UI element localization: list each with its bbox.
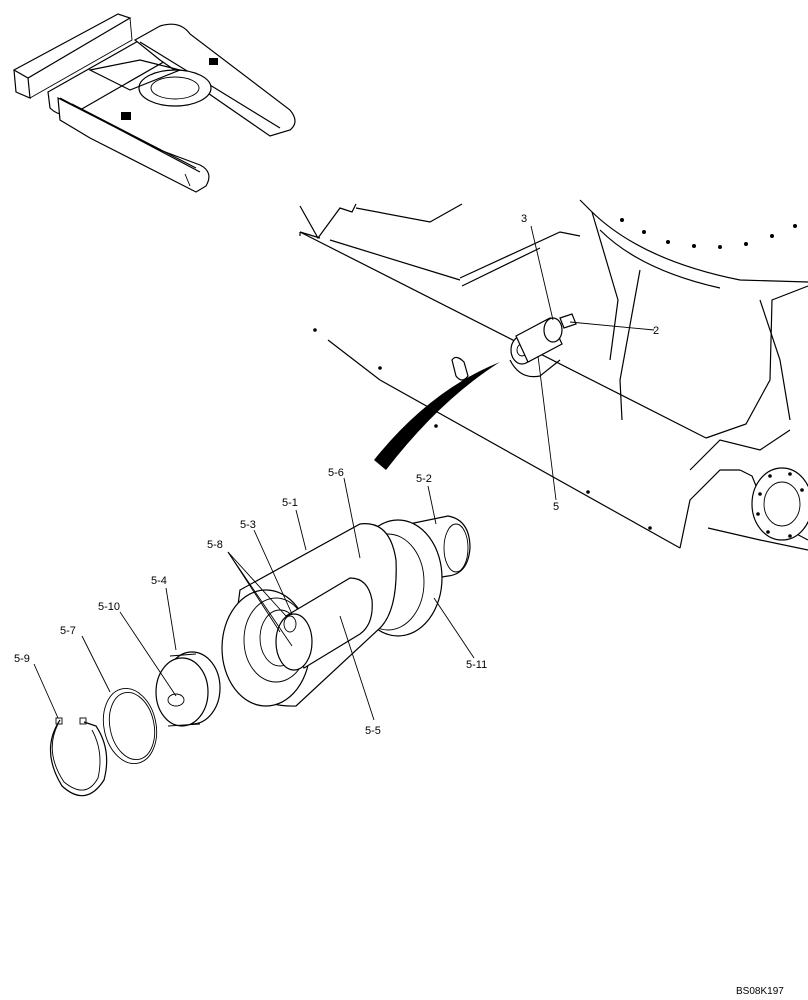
callout-5-8: 5-8: [207, 539, 223, 551]
callout-5-3: 5-3: [240, 519, 256, 531]
callout-5-5: 5-5: [365, 725, 381, 737]
callout-labels: 3 2 5 5-1 5-2 5-3 5-4 5-5 5-6 5-7 5-8 5-…: [14, 213, 659, 737]
callout-5-9: 5-9: [14, 653, 30, 665]
callout-5-2: 5-2: [416, 473, 432, 485]
undercarriage-overview-icon: [12, 13, 296, 193]
callout-5: 5: [553, 501, 559, 513]
callout-5-7: 5-7: [60, 625, 76, 637]
callout-5-6: 5-6: [328, 467, 344, 479]
callout-5-4: 5-4: [151, 575, 167, 587]
track-frame-icon: [299, 199, 808, 551]
carrier-roller-assembly-icon: [49, 515, 471, 797]
callout-2: 2: [653, 325, 659, 337]
drawing-code: BS08K197: [736, 986, 784, 997]
leader-lines: [33, 225, 655, 721]
callout-5-11: 5-11: [466, 659, 487, 671]
callout-3: 3: [521, 213, 527, 225]
callout-5-1: 5-1: [282, 497, 298, 509]
callout-5-10: 5-10: [98, 601, 120, 613]
